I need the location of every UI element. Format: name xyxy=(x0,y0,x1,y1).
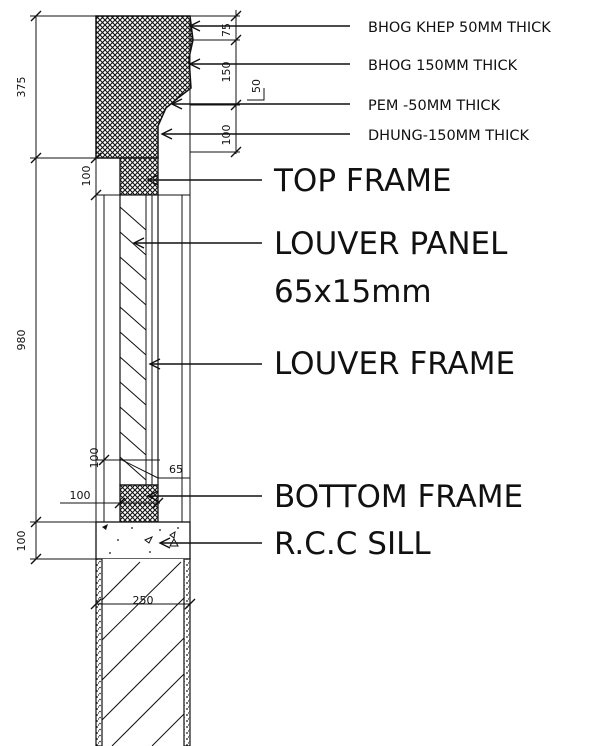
dim-100-bottom-frame-v: 100 xyxy=(88,448,101,469)
label-louver-panel: LOUVER PANEL xyxy=(274,226,508,262)
dim-100-top-frame: 100 xyxy=(80,166,93,187)
wall-width-dimension xyxy=(90,598,196,610)
top-frame-dimension xyxy=(90,152,102,201)
dim-100-bottom-frame-h: 100 xyxy=(70,489,91,502)
dim-100-sill: 100 xyxy=(15,531,28,552)
dim-65: 65 xyxy=(169,463,183,476)
label-top-frame: TOP FRAME xyxy=(273,163,452,199)
dim-50: 50 xyxy=(250,79,263,93)
louver-panels xyxy=(119,206,147,481)
dim-75: 75 xyxy=(220,23,233,37)
label-bhog-khep: BHOG KHEP 50MM THICK xyxy=(368,20,551,36)
top-frame xyxy=(119,157,159,196)
lower-wall xyxy=(95,558,191,746)
label-bhog: BHOG 150MM THICK xyxy=(368,58,518,74)
bottom-frame-v-dimension xyxy=(96,440,160,500)
label-louver-panel-size: 65x15mm xyxy=(274,274,432,310)
right-dimensions xyxy=(190,10,265,158)
louver-depth-dimension xyxy=(119,458,190,479)
dim-150: 150 xyxy=(220,62,233,83)
label-dhung: DHUNG-150MM THICK xyxy=(368,128,529,144)
label-rcc-sill: R.C.C SILL xyxy=(274,526,431,562)
dim-100-dhung: 100 xyxy=(220,125,233,146)
label-louver-frame: LOUVER FRAME xyxy=(274,346,515,382)
label-pem: PEM -50MM THICK xyxy=(368,98,500,114)
bottom-frame-h-dimension xyxy=(60,497,164,509)
leader-arrows xyxy=(132,20,350,549)
dim-375: 375 xyxy=(15,77,28,98)
dim-980: 980 xyxy=(15,330,28,351)
left-dimensions xyxy=(30,10,190,565)
rcc-sill xyxy=(95,521,191,560)
top-masonry xyxy=(95,15,194,159)
label-bottom-frame: BOTTOM FRAME xyxy=(274,479,523,515)
dim-250: 250 xyxy=(133,594,154,607)
